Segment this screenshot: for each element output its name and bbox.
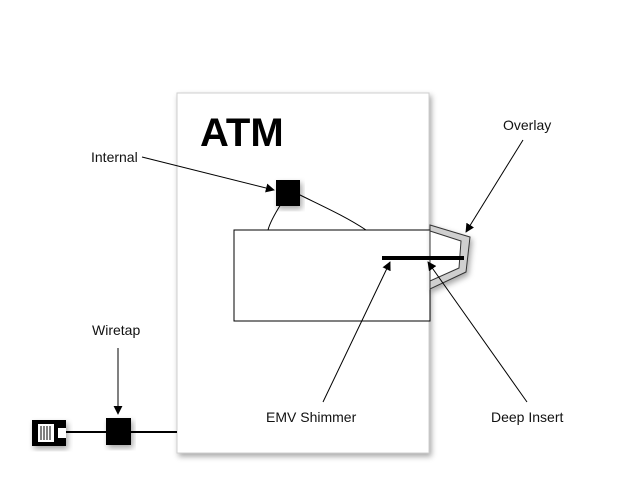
wiretap-label: Wiretap — [92, 322, 140, 338]
internal-skimmer — [276, 180, 300, 206]
deep-insert-arrow — [427, 261, 528, 403]
internal-label: Internal — [91, 149, 138, 165]
internal-wire-right — [297, 193, 367, 231]
overlay-arrow — [465, 139, 524, 233]
ethernet-connector-icon — [32, 420, 66, 446]
card-reader — [233, 229, 431, 322]
emv-shimmer-label: EMV Shimmer — [266, 409, 357, 425]
overlay-label: Overlay — [503, 117, 551, 133]
emv-shimmer-arrow — [322, 261, 391, 403]
internal-arrow — [141, 156, 275, 193]
atm-title: ATM — [200, 111, 284, 155]
deep-insert-label: Deep Insert — [491, 409, 563, 425]
internal-wire-left — [267, 203, 282, 231]
wiretap-device — [106, 418, 131, 445]
